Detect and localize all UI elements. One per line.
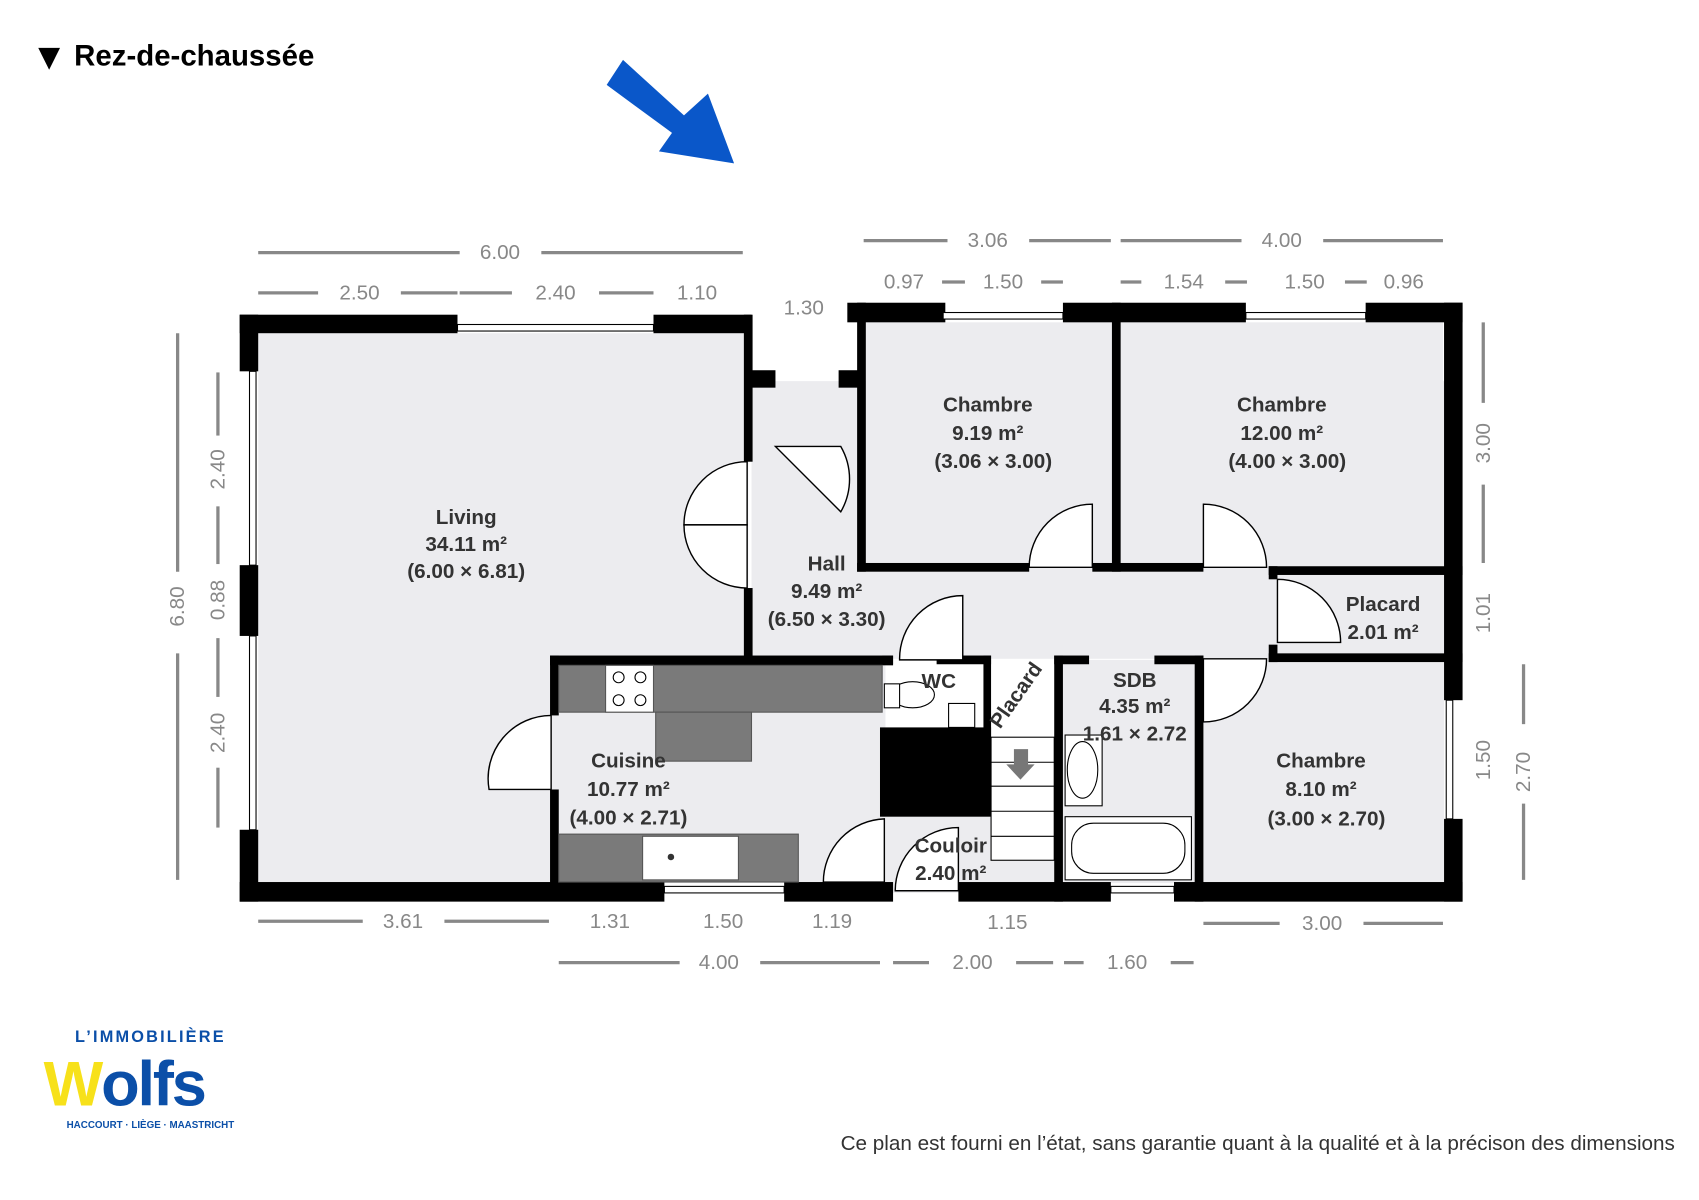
room-name: WC (922, 670, 957, 693)
dim-label: 6.80 (166, 586, 189, 626)
room-name: Chambre (1237, 394, 1327, 417)
room-area: 4.35 m² (1099, 695, 1170, 718)
logo-name: Wolfs (44, 1049, 205, 1119)
dim-label: 1.01 (1472, 593, 1495, 633)
room-area: 9.49 m² (791, 580, 862, 603)
room-name: Chambre (1276, 750, 1366, 773)
windows (248, 311, 1454, 894)
logo-top-text: L’IMMOBILIÈRE (75, 1027, 226, 1046)
room-name: Hall (808, 553, 846, 576)
washbasin-icon (1066, 741, 1099, 799)
dim-label: 2.70 (1512, 752, 1535, 792)
dim-label: 0.88 (206, 580, 229, 620)
room-dims: (4.00 × 2.71) (570, 806, 688, 829)
dim-label: 2.00 (952, 951, 992, 974)
room-name: Couloir (915, 835, 987, 858)
dim-label: 4.00 (1262, 229, 1302, 252)
bathroom-fixtures (883, 681, 1192, 881)
room-area: 9.19 m² (952, 422, 1023, 445)
dim-label: 2.50 (339, 281, 379, 304)
doors (487, 445, 1342, 892)
dim-label: 6.00 (480, 241, 520, 264)
kitchen-fixtures (558, 664, 883, 883)
room-area: 2.40 m² (915, 862, 986, 885)
room-dims: (3.00 × 2.70) (1268, 807, 1386, 830)
room-area: 10.77 m² (587, 778, 670, 801)
dim-label: 3.61 (383, 910, 423, 933)
stove-icon (605, 664, 655, 713)
dim-label: 1.10 (677, 281, 717, 304)
dim-label: 1.50 (983, 271, 1023, 294)
dim-label: 3.00 (1472, 423, 1495, 463)
direction-arrow-icon (606, 59, 735, 164)
room-area: 8.10 m² (1285, 778, 1356, 801)
room-name: Cuisine (591, 750, 666, 773)
agency-logo: L’IMMOBILIÈRE Wolfs HACCOURT · LIÈGE · M… (44, 1027, 235, 1131)
room-dims: (4.00 × 3.00) (1228, 450, 1346, 473)
dim-label: 3.06 (968, 229, 1008, 252)
dim-label: 1.30 (784, 297, 824, 320)
room-name: SDB (1113, 669, 1157, 692)
room-area: 34.11 m² (425, 533, 507, 556)
logo-bottom-text: HACCOURT · LIÈGE · MAASTRICHT (67, 1119, 235, 1131)
dim-label: 4.00 (699, 951, 739, 974)
dim-label: 2.40 (535, 281, 575, 304)
room-dims: (3.06 × 3.00) (934, 450, 1052, 473)
room-dims: (6.50 × 3.30) (768, 608, 886, 631)
dim-label: 1.50 (703, 910, 743, 933)
dim-label: 1.54 (1164, 271, 1204, 294)
triangle-down-icon[interactable] (38, 47, 61, 70)
dim-label: 1.50 (1472, 740, 1495, 780)
dim-label: 2.40 (206, 713, 229, 753)
room-name: Placard (985, 658, 1047, 732)
dim-label: 1.60 (1107, 951, 1147, 974)
room-area: 12.00 m² (1240, 422, 1323, 445)
sink-icon (642, 835, 739, 881)
walls (239, 302, 1463, 902)
room-dims: (6.00 × 6.81) (407, 560, 525, 583)
disclaimer: Ce plan est fourni en l’état, sans garan… (841, 1132, 1675, 1155)
dimension-lines (175, 239, 1526, 965)
room-name: Living (436, 506, 497, 529)
room-name: Placard (1346, 593, 1421, 616)
dim-label: 2.40 (206, 449, 229, 489)
dim-label: 1.31 (590, 910, 630, 933)
dim-label: 0.96 (1384, 271, 1424, 294)
room-area: 2.01 m² (1347, 621, 1418, 644)
bathtub-icon (1071, 822, 1186, 874)
dim-label: 0.97 (884, 271, 924, 294)
dim-label: 1.19 (812, 910, 852, 933)
room-dims: 1.61 × 2.72 (1083, 722, 1187, 745)
dim-label: 1.50 (1285, 271, 1325, 294)
dim-label: 1.15 (987, 911, 1027, 934)
dimension-labels: 6.00 2.50 2.40 1.10 1.30 3.06 0.97 1.50 … (166, 229, 1535, 974)
dim-label: 3.00 (1302, 912, 1342, 935)
room-name: Chambre (943, 394, 1033, 417)
page-title: Rez-de-chaussée (74, 39, 314, 72)
